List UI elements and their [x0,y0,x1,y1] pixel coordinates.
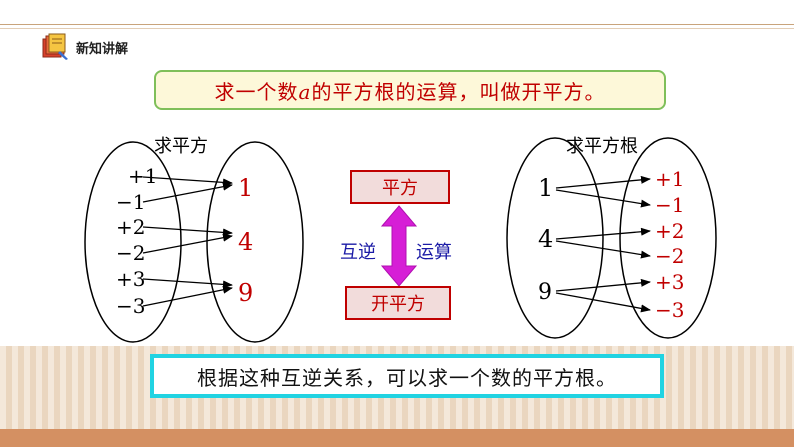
bottom-band-dark [0,429,794,447]
left-diagram-title: 求平方 [154,136,208,157]
right-arrow-2 [555,227,651,240]
left-output-0: 1 [238,174,253,202]
top-rule [0,24,794,25]
right-arrow-4 [555,278,651,292]
right-arrow-5 [555,292,651,313]
right-output-5: −3 [655,298,684,322]
left-arrow-0 [142,176,233,187]
right-output-2: +2 [655,219,684,243]
summary-box: 根据这种互逆关系，可以求一个数的平方根。 [150,354,664,398]
left-arrow-2 [142,226,233,237]
left-input-ellipse [84,141,182,343]
double-arrow-icon [380,205,418,287]
right-arrow-1 [555,189,651,208]
definition-variable: a [298,79,312,104]
left-output-ellipse [206,141,304,343]
definition-box: 求一个数a的平方根的运算，叫做开平方。 [154,70,666,110]
left-input-3: −2 [116,241,145,265]
right-arrow-0 [555,175,651,189]
left-output-1: 4 [238,228,253,256]
book-icon [42,33,68,60]
right-output-4: +3 [655,270,684,294]
left-arrow-4 [142,278,233,289]
right-output-0: +1 [655,167,684,191]
left-input-4: +3 [116,267,145,291]
definition-suffix: 的平方根的运算，叫做开平方。 [311,79,606,104]
right-input-2: 9 [538,280,552,305]
square-root-operation-box: 开平方 [345,286,451,320]
left-arrow-3 [142,233,233,254]
right-input-0: 1 [538,174,553,202]
right-output-ellipse [619,137,717,339]
right-input-1: 4 [538,225,553,253]
right-output-1: −1 [655,193,684,217]
inverse-label: 互逆 [340,242,376,263]
left-input-2: +2 [116,215,145,239]
left-input-0: +1 [128,164,157,188]
definition-text: 求一个数a的平方根的运算，叫做开平方。 [215,76,606,105]
left-input-1: −1 [116,190,145,214]
left-input-5: −3 [116,294,145,318]
right-arrow-3 [555,240,651,259]
top-rule-thin [0,28,794,29]
left-arrow-5 [142,285,233,307]
right-diagram-title: 求平方根 [566,136,638,157]
right-output-3: −2 [655,244,684,268]
right-input-ellipse [506,137,604,339]
square-operation-box: 平方 [350,170,450,204]
section-header: 新知讲解 [40,32,128,62]
summary-text: 根据这种互逆关系，可以求一个数的平方根。 [197,365,617,390]
operation-label: 运算 [416,242,452,263]
definition-prefix: 求一个数 [214,79,299,104]
section-label: 新知讲解 [76,41,129,57]
left-arrow-1 [142,182,233,203]
left-output-2: 9 [238,279,253,307]
